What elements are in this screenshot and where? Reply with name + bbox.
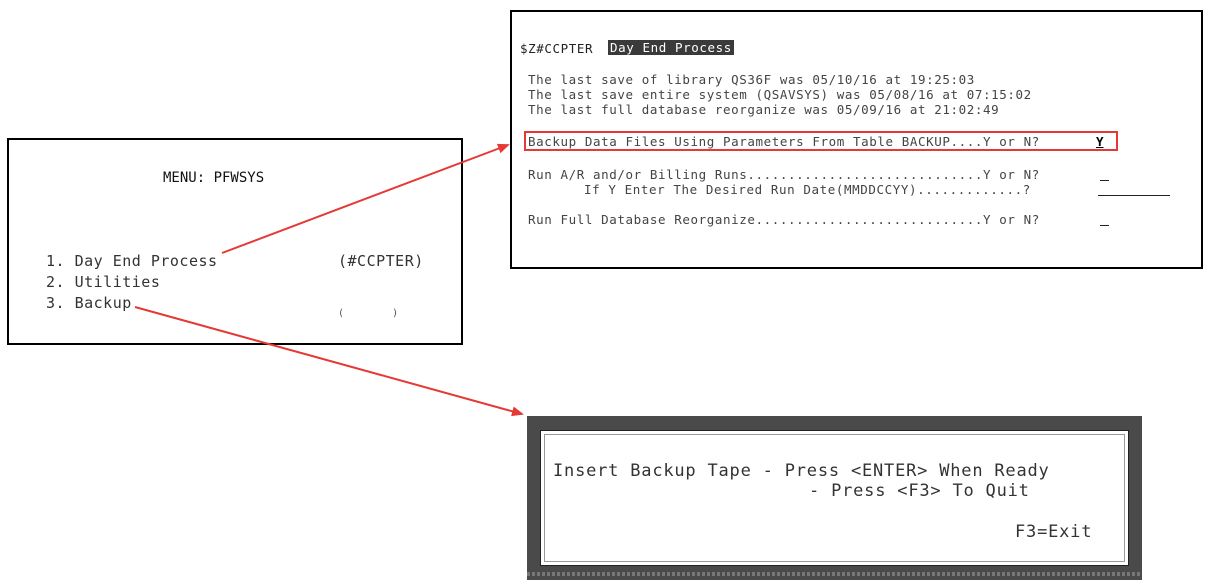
menu-panel: MENU: PFWSYS 1. Day End Process (#CCPTER…	[7, 138, 463, 345]
insert-tape-message: Insert Backup Tape - Press <ENTER> When …	[553, 461, 1050, 481]
last-save-system: The last save entire system (QSAVSYS) wa…	[528, 87, 1032, 102]
menu-item-day-end-code: (#CCPTER)	[338, 252, 424, 270]
full-reorganize-prompt: Run Full Database Reorganize............…	[528, 212, 1040, 227]
quit-message: - Press <F3> To Quit	[809, 481, 1030, 501]
menu-item-backup-code: ( )	[338, 308, 399, 319]
run-date-prompt: If Y Enter The Desired Run Date(MMDDCCYY…	[584, 182, 1031, 197]
day-end-panel: $Z#CCPTER Day End Process The last save …	[510, 10, 1203, 269]
backup-prompt: Backup Data Files Using Parameters From …	[528, 134, 1040, 149]
f3-exit-key[interactable]: F3=Exit	[1015, 522, 1093, 542]
menu-title: MENU: PFWSYS	[163, 170, 265, 186]
billing-input[interactable]	[1100, 180, 1109, 181]
screen-title: Day End Process	[608, 40, 734, 55]
last-save-library: The last save of library QS36F was 05/10…	[528, 72, 975, 87]
full-reorganize-input[interactable]	[1100, 225, 1109, 226]
backup-highlight-box	[524, 131, 1118, 151]
program-name: $Z#CCPTER	[520, 41, 594, 56]
dialog-body: Insert Backup Tape - Press <ENTER> When …	[540, 430, 1129, 566]
menu-item-day-end-process[interactable]: 1. Day End Process	[46, 252, 218, 270]
run-date-input[interactable]	[1098, 195, 1170, 196]
menu-item-backup[interactable]: 3. Backup	[46, 294, 132, 312]
billing-prompt: Run A/R and/or Billing Runs.............…	[528, 167, 1040, 182]
backup-input[interactable]: Y	[1096, 134, 1104, 149]
last-reorganize: The last full database reorganize was 05…	[528, 102, 1000, 117]
menu-item-utilities[interactable]: 2. Utilities	[46, 273, 161, 291]
dialog-bottom-border	[527, 572, 1142, 576]
backup-tape-dialog: Insert Backup Tape - Press <ENTER> When …	[527, 416, 1142, 580]
